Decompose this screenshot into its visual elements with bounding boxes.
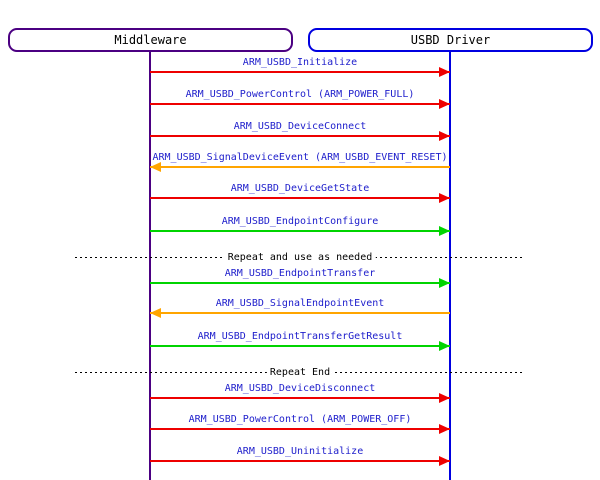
separator-label: Repeat End	[266, 366, 334, 379]
message-label: ARM_USBD_PowerControl (ARM_POWER_FULL)	[185, 89, 415, 100]
arrowhead-right-icon	[439, 341, 450, 351]
participant-usbd-driver: USBD Driver	[308, 28, 593, 52]
message-line	[150, 397, 450, 399]
participant-middleware: Middleware	[8, 28, 293, 52]
message-label: ARM_USBD_SignalDeviceEvent (ARM_USBD_EVE…	[152, 152, 448, 163]
message-label: ARM_USBD_SignalEndpointEvent	[215, 298, 385, 309]
arrowhead-right-icon	[439, 424, 450, 434]
message-label: ARM_USBD_EndpointConfigure	[221, 216, 379, 227]
message-line	[150, 197, 450, 199]
arrowhead-left-icon	[150, 162, 161, 172]
arrowhead-right-icon	[439, 67, 450, 77]
lifeline-usbd-driver	[449, 52, 451, 480]
participant-middleware-label: Middleware	[114, 33, 187, 47]
message-line	[150, 166, 450, 168]
message-line	[150, 230, 450, 232]
message-label: ARM_USBD_PowerControl (ARM_POWER_OFF)	[188, 414, 412, 425]
message-label: ARM_USBD_Initialize	[242, 57, 358, 68]
message-line	[150, 71, 450, 73]
participant-usbd-driver-label: USBD Driver	[410, 33, 491, 47]
message-label: ARM_USBD_DeviceDisconnect	[224, 383, 376, 394]
message-label: ARM_USBD_EndpointTransferGetResult	[197, 331, 403, 342]
lifeline-middleware	[149, 52, 151, 480]
message-label: ARM_USBD_DeviceConnect	[233, 121, 367, 132]
message-line	[150, 460, 450, 462]
message-label: ARM_USBD_EndpointTransfer	[224, 268, 376, 279]
arrowhead-right-icon	[439, 131, 450, 141]
message-line	[150, 103, 450, 105]
message-line	[150, 428, 450, 430]
message-line	[150, 135, 450, 137]
message-line	[150, 312, 450, 314]
arrowhead-left-icon	[150, 308, 161, 318]
arrowhead-right-icon	[439, 226, 450, 236]
message-line	[150, 282, 450, 284]
message-line	[150, 345, 450, 347]
separator-label: Repeat and use as needed	[224, 251, 376, 264]
message-label: ARM_USBD_DeviceGetState	[230, 183, 370, 194]
arrowhead-right-icon	[439, 99, 450, 109]
arrowhead-right-icon	[439, 193, 450, 203]
message-label: ARM_USBD_Uninitialize	[236, 446, 364, 457]
arrowhead-right-icon	[439, 393, 450, 403]
arrowhead-right-icon	[439, 456, 450, 466]
arrowhead-right-icon	[439, 278, 450, 288]
